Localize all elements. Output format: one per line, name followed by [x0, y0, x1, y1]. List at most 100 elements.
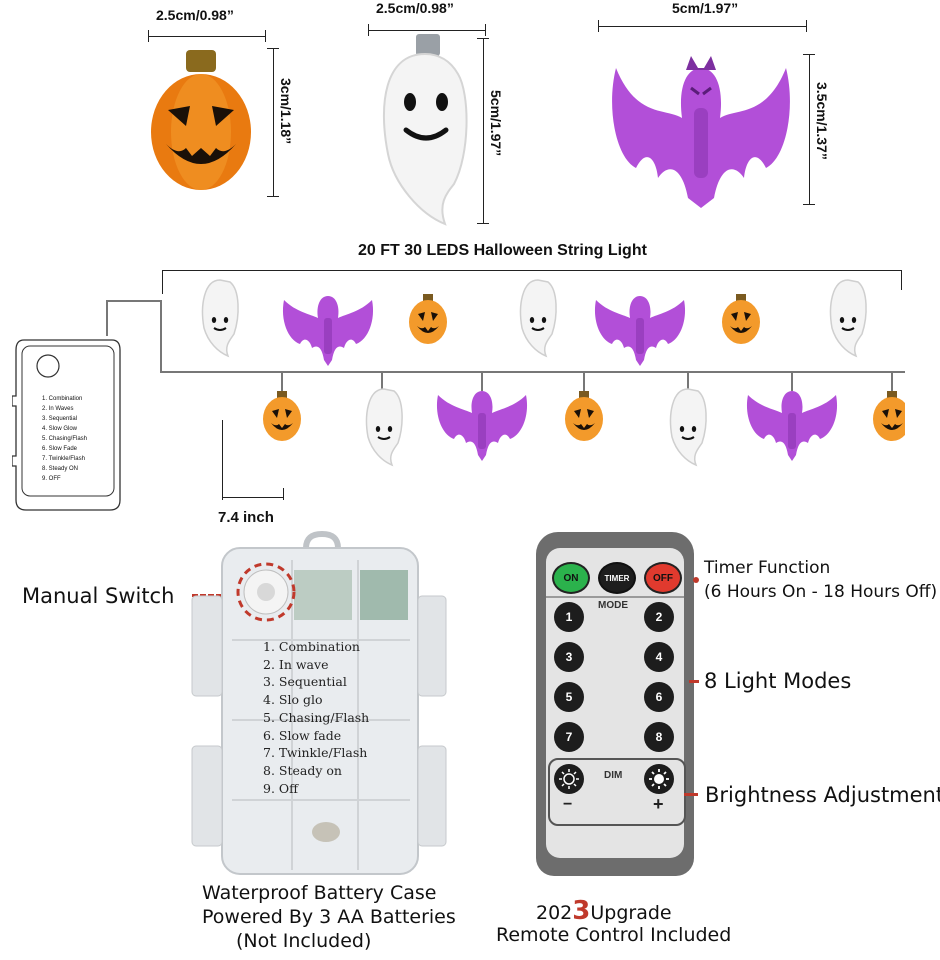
mode-item: 2. In wave: [263, 656, 329, 672]
mode-item: 1. Combination: [263, 639, 360, 654]
upgrade-year-digit: 3: [572, 896, 591, 926]
mode-item: 3. Sequential: [42, 416, 78, 422]
timer-callout-dot: [693, 577, 699, 583]
bat-light: [594, 296, 686, 366]
dimension-line: [598, 26, 806, 27]
dimension-tick: [477, 223, 489, 224]
mode-item: 1. Combination: [42, 396, 83, 402]
mode-item: 9. Off: [263, 780, 299, 796]
box-wire: [106, 300, 108, 336]
box-wire: [160, 300, 162, 373]
bat-icon: [612, 56, 790, 208]
brightness-high-icon: [649, 769, 669, 789]
battery-case: 1. Combination 2. In wave 3. Sequential …: [188, 530, 450, 882]
off-button[interactable]: OFF: [644, 562, 682, 594]
ghost-light: [365, 388, 404, 466]
mode-button-6[interactable]: 6: [644, 682, 674, 712]
remote-control: ON TIMER OFF MODE 1 2 3 4 5 6 7 8 DIM − …: [536, 532, 694, 876]
mode-button-7[interactable]: 7: [554, 722, 584, 752]
pumpkin-light: [409, 294, 447, 344]
dimension-tick: [222, 420, 223, 500]
dim-down-button[interactable]: [554, 764, 584, 794]
upgrade-caption-line2: Remote Control Included: [496, 924, 732, 946]
mode-item: 5. Chasing/Flash: [42, 436, 88, 442]
dimension-tick: [283, 488, 284, 500]
ghost-light: [669, 388, 708, 466]
battery-mode-list: 1. Combination 2. In wave 3. Sequential …: [263, 638, 369, 797]
pumpkin-icon: [151, 50, 251, 190]
dimension-line: [809, 54, 810, 204]
mode-item: 4. Slow Glow: [42, 426, 78, 432]
dimension-line: [483, 38, 484, 223]
bat-light: [436, 391, 528, 461]
mode-item: 5. Chasing/Flash: [263, 709, 370, 725]
battery-caption-line2: Powered By 3 AA Batteries: [202, 906, 456, 928]
battery-caption-line1: Waterproof Battery Case: [202, 882, 437, 904]
pumpkin-light: [565, 391, 603, 441]
dim-up-button[interactable]: [644, 764, 674, 794]
battery-box-small: 1. Combination 2. In Waves 3. Sequential…: [12, 336, 124, 514]
box-wire: [106, 300, 162, 302]
mode-item: 7. Twinkle/Flash: [263, 745, 368, 761]
battery-case-body: [191, 530, 447, 875]
bracket-tick: [901, 270, 902, 290]
bracket-tick: [162, 270, 163, 294]
mode-button-1[interactable]: 1: [554, 602, 584, 632]
modes-callout-dot: [689, 680, 699, 683]
dim-label: DIM: [604, 770, 623, 781]
mode-item: 6. Slow Fade: [42, 446, 78, 452]
bat-width-label: 5cm/1.97”: [672, 0, 739, 16]
dimension-tick: [267, 196, 279, 197]
upper-light-row: [201, 279, 868, 366]
pumpkin-light: [873, 391, 905, 441]
upgrade-caption-line1: 2023Upgrade: [536, 896, 672, 926]
spacing-label: 7.4 inch: [218, 509, 274, 526]
timer-callout-title: Timer Function: [704, 558, 831, 578]
ghost-width-label: 2.5cm/0.98”: [376, 0, 454, 16]
manual-switch-label: Manual Switch: [22, 584, 175, 608]
dimension-line: [148, 36, 265, 37]
dim-section: [548, 758, 686, 826]
dimension-tick: [368, 24, 369, 36]
spacing-dimension-line: [222, 497, 284, 498]
mode-item: 3. Sequential: [263, 674, 347, 690]
pumpkin-light: [722, 294, 760, 344]
mode-item: 2. In Waves: [42, 406, 74, 412]
dimension-tick: [148, 30, 149, 42]
string-wire: [160, 371, 905, 373]
ghost-height-label: 5cm/1.97”: [488, 90, 504, 157]
dimension-tick: [803, 204, 815, 205]
lower-light-row: [263, 371, 905, 466]
brightness-callout-label: Brightness Adjustment: [705, 783, 940, 807]
small-box-mode-list: 1. Combination 2. In Waves 3. Sequential…: [42, 394, 87, 484]
mode-item: 9. OFF: [42, 476, 61, 482]
dimension-line: [368, 30, 485, 31]
ghost-dimension-group: 2.5cm/0.98” 5cm/1.97”: [360, 0, 530, 230]
mode-button-5[interactable]: 5: [554, 682, 584, 712]
ghost-light: [519, 279, 558, 357]
dimension-tick: [598, 20, 599, 32]
pumpkin-height-label: 3cm/1.18”: [278, 78, 294, 145]
brightness-callout-dot: [684, 793, 698, 796]
upgrade-year-prefix: 202: [536, 902, 573, 924]
bat-height-label: 3.5cm/1.37”: [814, 82, 830, 160]
mode-item: 8. Steady ON: [42, 466, 79, 472]
bat-light: [282, 296, 374, 366]
dimension-tick: [803, 54, 815, 55]
on-button[interactable]: ON: [552, 562, 590, 594]
mode-button-2[interactable]: 2: [644, 602, 674, 632]
ghost-light: [829, 279, 868, 357]
upgrade-word: Upgrade: [590, 902, 672, 924]
mode-button-4[interactable]: 4: [644, 642, 674, 672]
pumpkin-light: [263, 391, 301, 441]
timer-button[interactable]: TIMER: [598, 562, 636, 594]
dim-minus-label: −: [563, 796, 573, 813]
dim-plus-label: +: [653, 794, 664, 814]
mode-button-3[interactable]: 3: [554, 642, 584, 672]
mode-button-8[interactable]: 8: [644, 722, 674, 752]
ghost-icon: [382, 34, 468, 226]
dimension-tick: [806, 20, 807, 32]
pumpkin-dimension-group: 2.5cm/0.98” 3cm/1.18”: [140, 0, 300, 215]
battery-box-outline: [12, 339, 121, 511]
timer-callout-detail: (6 Hours On - 18 Hours Off): [704, 582, 938, 602]
